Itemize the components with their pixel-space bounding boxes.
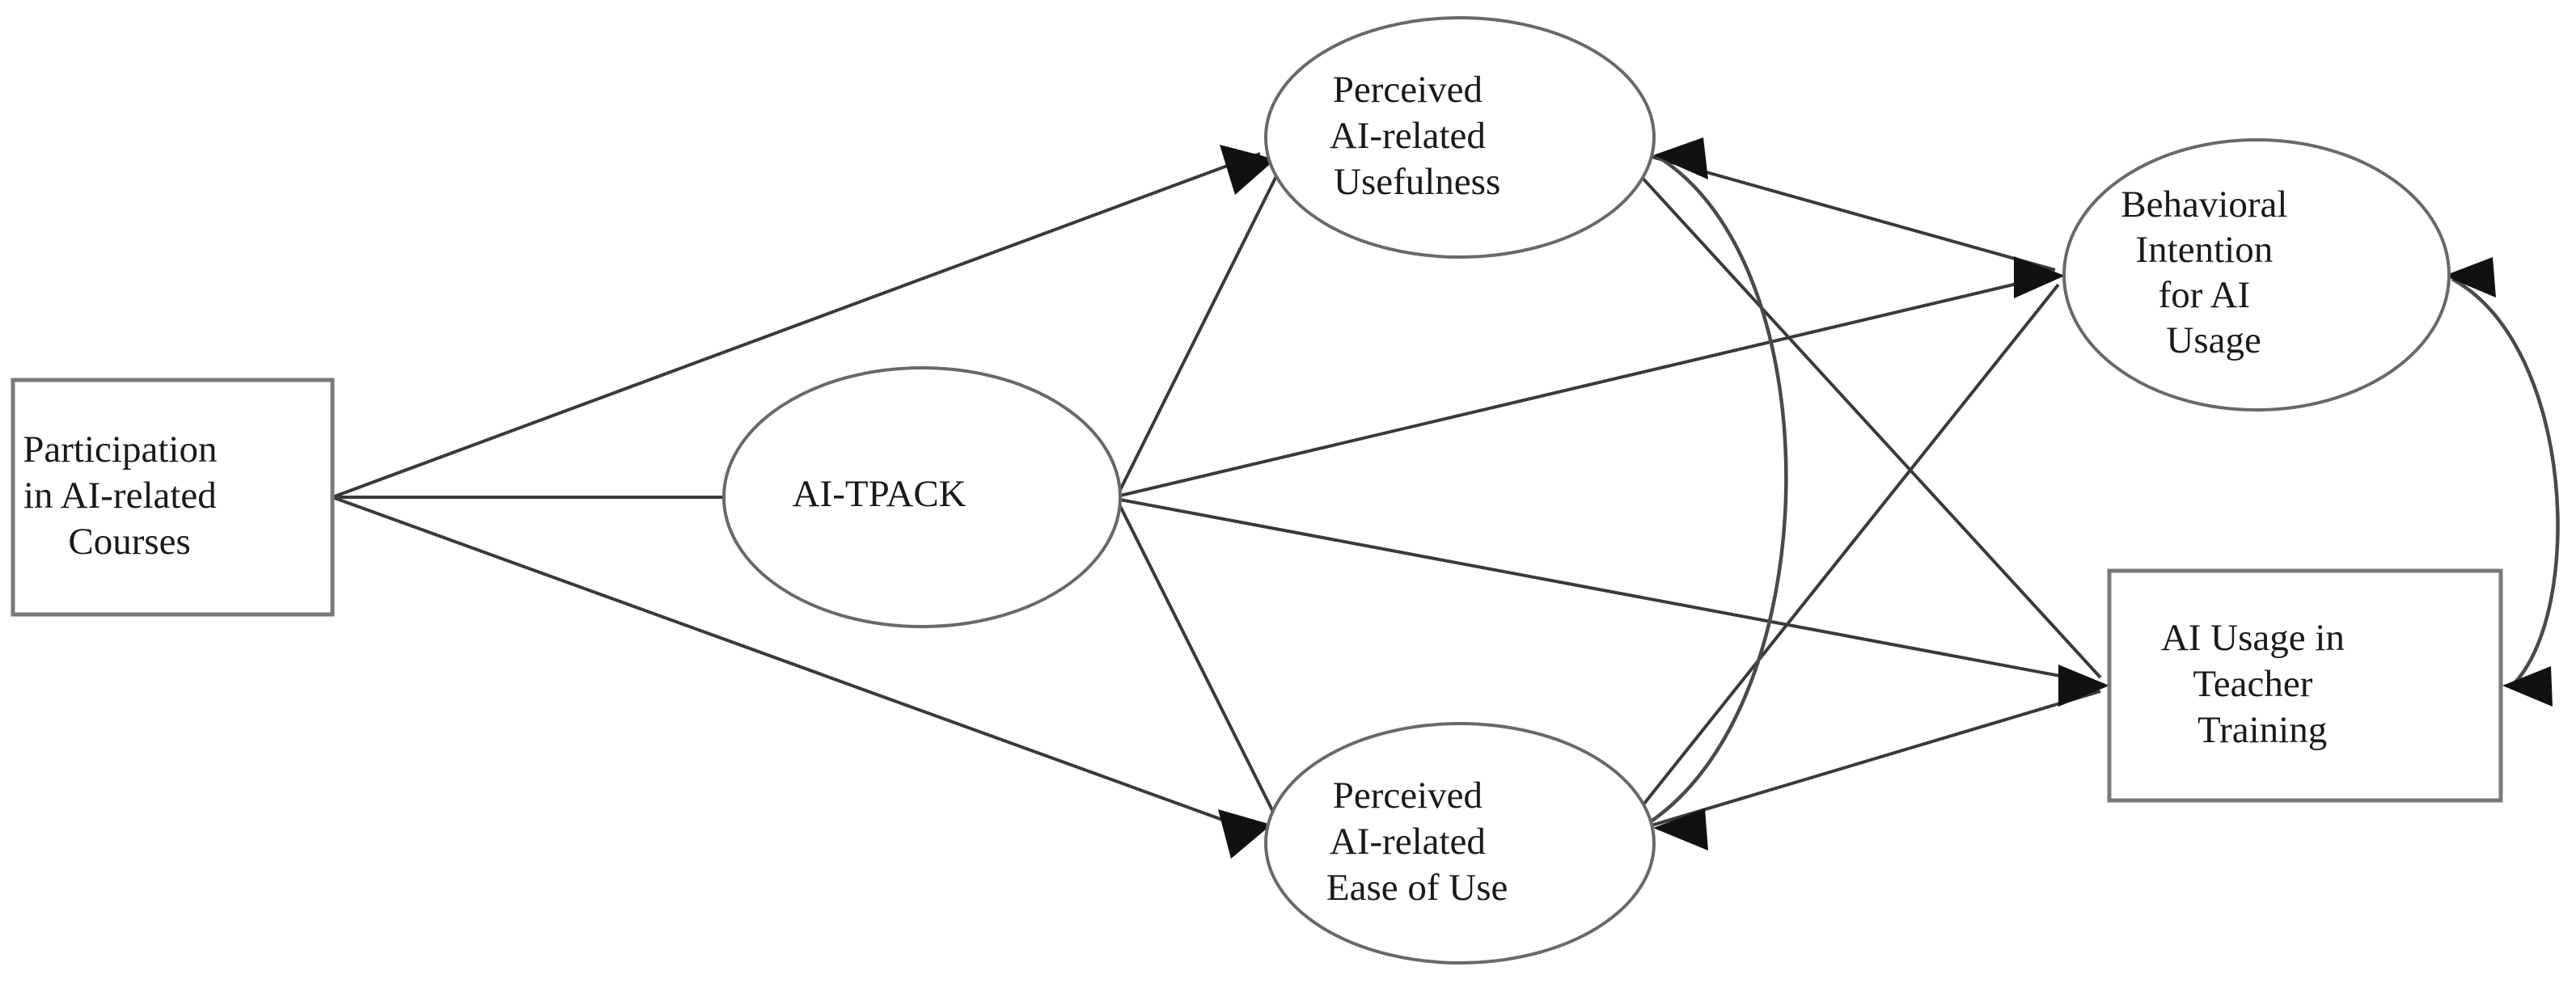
arrowhead-into-usage-left <box>2058 665 2109 707</box>
edge-aitpack-to-intention <box>1119 273 2055 497</box>
node-participation-label: Participation in AI-related Courses <box>23 428 321 563</box>
node-participation-line-0: Participation <box>23 428 217 471</box>
arrowhead-into-intention-left <box>2014 256 2065 298</box>
arrowhead-into-ease-right <box>1653 808 1708 851</box>
arrowhead-into-intention-right <box>2444 257 2496 298</box>
node-ai-usage-training-label: AI Usage in Teacher Training <box>2161 617 2449 751</box>
node-perceived-usefulness-label: Perceived AI-related Usefulness <box>1330 69 1590 203</box>
node-behavioral-intention-line-3: Usage <box>2166 319 2261 361</box>
node-behavioral-intention[interactable]: Behavioral Intention for AI Usage <box>2062 138 2451 412</box>
edge-usefulness-to-usage <box>1638 173 2102 679</box>
arrowhead-into-usefulness-right <box>1653 137 1708 179</box>
edge-usefulness-ease-correlation <box>1642 155 1788 828</box>
edge-aitpack-to-usefulness <box>1117 167 1282 494</box>
node-behavioral-intention-line-1: Intention <box>2136 229 2274 271</box>
node-perceived-ease-of-use-line-1: AI-related <box>1330 821 1486 863</box>
edge-participation-to-usefulness <box>332 152 1261 499</box>
arrowhead-into-ease-left <box>1218 809 1271 859</box>
edge-ease-to-intention <box>1639 283 2060 810</box>
node-behavioral-intention-shape <box>2062 138 2451 412</box>
edge-ease-to-usage <box>1645 690 2101 829</box>
node-behavioral-intention-label: Behavioral Intention for AI Usage <box>2121 184 2392 361</box>
node-perceived-usefulness-line-2: Usefulness <box>1334 161 1500 203</box>
node-behavioral-intention-line-2: for AI <box>2159 274 2251 316</box>
node-participation-line-1: in AI-related <box>23 475 217 517</box>
node-participation[interactable]: Participation in AI-related Courses <box>11 378 335 617</box>
node-perceived-usefulness[interactable]: Perceived AI-related Usefulness <box>1264 16 1656 259</box>
edge-aitpack-to-usage <box>1119 498 2100 685</box>
node-perceived-usefulness-shape <box>1264 16 1656 259</box>
edge-intention-usage-correlation <box>2451 277 2560 687</box>
node-ai-usage-training-line-0: AI Usage in <box>2161 617 2345 659</box>
node-behavioral-intention-line-0: Behavioral <box>2121 184 2287 226</box>
node-perceived-usefulness-line-0: Perceived <box>1333 69 1483 111</box>
node-ai-usage-training-line-1: Teacher <box>2193 663 2312 705</box>
node-participation-line-2: Courses <box>68 521 190 563</box>
arrowhead-into-usage-right <box>2502 666 2553 707</box>
node-layer: Participation in AI-related Courses AI-T… <box>11 16 2503 965</box>
edge-aitpack-to-ease <box>1117 502 1278 819</box>
node-ai-usage-training[interactable]: AI Usage in Teacher Training <box>2107 568 2503 803</box>
node-ai-tpack-shape <box>722 366 1122 628</box>
node-perceived-ease-of-use-line-0: Perceived <box>1333 775 1483 817</box>
node-ai-tpack-line-0: AI-TPACK <box>793 473 967 515</box>
node-ai-usage-training-line-2: Training <box>2197 709 2327 751</box>
edge-layer <box>332 152 2560 834</box>
node-perceived-ease-of-use-line-2: Ease of Use <box>1326 867 1508 909</box>
node-perceived-ease-of-use[interactable]: Perceived AI-related Ease of Use <box>1264 722 1656 965</box>
node-ai-tpack[interactable]: AI-TPACK <box>722 366 1122 628</box>
node-ai-tpack-label: AI-TPACK <box>793 473 1052 515</box>
edge-usefulness-to-intention <box>1645 154 2056 272</box>
node-perceived-ease-of-use-label: Perceived AI-related Ease of Use <box>1326 775 1593 909</box>
node-participation-shape <box>11 378 335 617</box>
node-perceived-ease-of-use-shape <box>1264 722 1656 965</box>
node-perceived-usefulness-line-1: AI-related <box>1330 115 1486 157</box>
node-ai-usage-training-shape <box>2107 568 2503 803</box>
edge-participation-to-ease <box>332 496 1257 834</box>
arrowhead-into-usefulness-left <box>1220 145 1275 195</box>
